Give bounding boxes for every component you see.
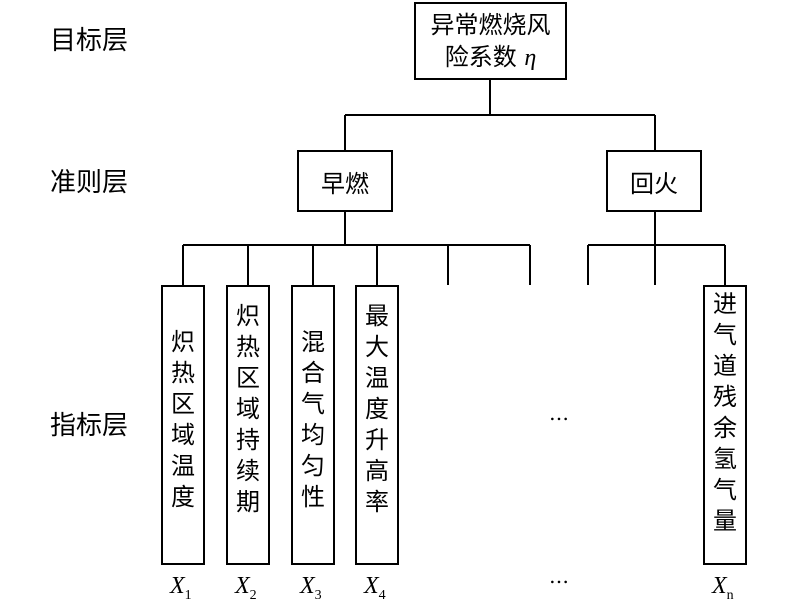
ellipsis-middle: … (549, 401, 570, 425)
indicator-symbol-x1: X1 (170, 573, 192, 603)
indicator-char: 道 (713, 352, 737, 380)
indicator-char: 温 (171, 452, 195, 480)
indicator-char: 均 (301, 421, 325, 449)
indicator-char: 炽 (236, 302, 260, 330)
indicator-symbol-x2: X2 (235, 573, 257, 603)
indicator-char: 氢 (713, 445, 737, 473)
indicator-symbol-xn: Xn (712, 573, 734, 603)
indicator-char: 温 (365, 364, 389, 392)
indicator-symbol-x4: X4 (364, 573, 386, 603)
indicator-char: 续 (236, 457, 260, 485)
indicator-char: 区 (171, 390, 195, 418)
indicator-char: 合 (301, 359, 325, 387)
indicator-text: 最大温度升高率 (357, 301, 397, 518)
indicator-char: 度 (171, 483, 195, 511)
indicator-char: 匀 (301, 452, 325, 480)
indicator-box-x3: 混合气均匀性 (291, 285, 335, 565)
criterion-box-preignition: 早燃 (297, 150, 393, 212)
indicator-box-xn: 进气道残余氢气量 (703, 285, 747, 565)
goal-box: 异常燃烧风 险系数 η (414, 2, 567, 80)
indicator-text: 炽热区域温度 (163, 327, 203, 513)
indicator-text: 混合气均匀性 (293, 327, 333, 513)
criterion-label: 回火 (630, 169, 678, 198)
indicator-char: 升 (365, 426, 389, 454)
indicator-char: 性 (301, 483, 325, 511)
indicator-char: 域 (171, 421, 195, 449)
indicator-char: 域 (236, 395, 260, 423)
criterion-box-backfire: 回火 (606, 150, 702, 212)
indicator-char: 混 (301, 328, 325, 356)
indicator-text: 炽热区域持续期 (228, 301, 268, 518)
goal-line1: 异常燃烧风 (430, 11, 551, 39)
indicator-char: 热 (171, 359, 195, 387)
indicator-char: 量 (713, 507, 737, 535)
indicator-char: 炽 (171, 328, 195, 356)
ellipsis-bottom: … (549, 564, 570, 588)
indicator-char: 最 (365, 302, 389, 330)
indicator-box-x1: 炽热区域温度 (161, 285, 205, 565)
indicator-char: 率 (365, 488, 389, 516)
level-label-goal: 目标层 (50, 26, 129, 56)
indicator-char: 气 (713, 321, 737, 349)
indicator-box-x2: 炽热区域持续期 (226, 285, 270, 565)
indicator-char: 持 (236, 426, 260, 454)
indicator-char: 气 (713, 476, 737, 504)
indicator-text: 进气道残余氢气量 (705, 289, 745, 537)
indicator-char: 进 (713, 290, 737, 318)
indicator-symbol-x3: X3 (300, 573, 322, 603)
indicator-char: 气 (301, 390, 325, 418)
goal-line2: 险系数 η (444, 43, 537, 71)
indicator-char: 热 (236, 333, 260, 361)
indicator-char: 大 (365, 333, 389, 361)
goal-symbol: η (524, 45, 537, 71)
indicator-char: 区 (236, 364, 260, 392)
level-label-indicators: 指标层 (50, 411, 129, 441)
indicator-char: 期 (236, 488, 260, 516)
indicator-char: 高 (365, 457, 389, 485)
indicator-char: 度 (365, 395, 389, 423)
indicator-box-x4: 最大温度升高率 (355, 285, 399, 565)
criterion-label: 早燃 (321, 169, 369, 198)
level-label-criteria: 准则层 (50, 168, 129, 198)
indicator-char: 残 (713, 383, 737, 411)
indicator-char: 余 (713, 414, 737, 442)
